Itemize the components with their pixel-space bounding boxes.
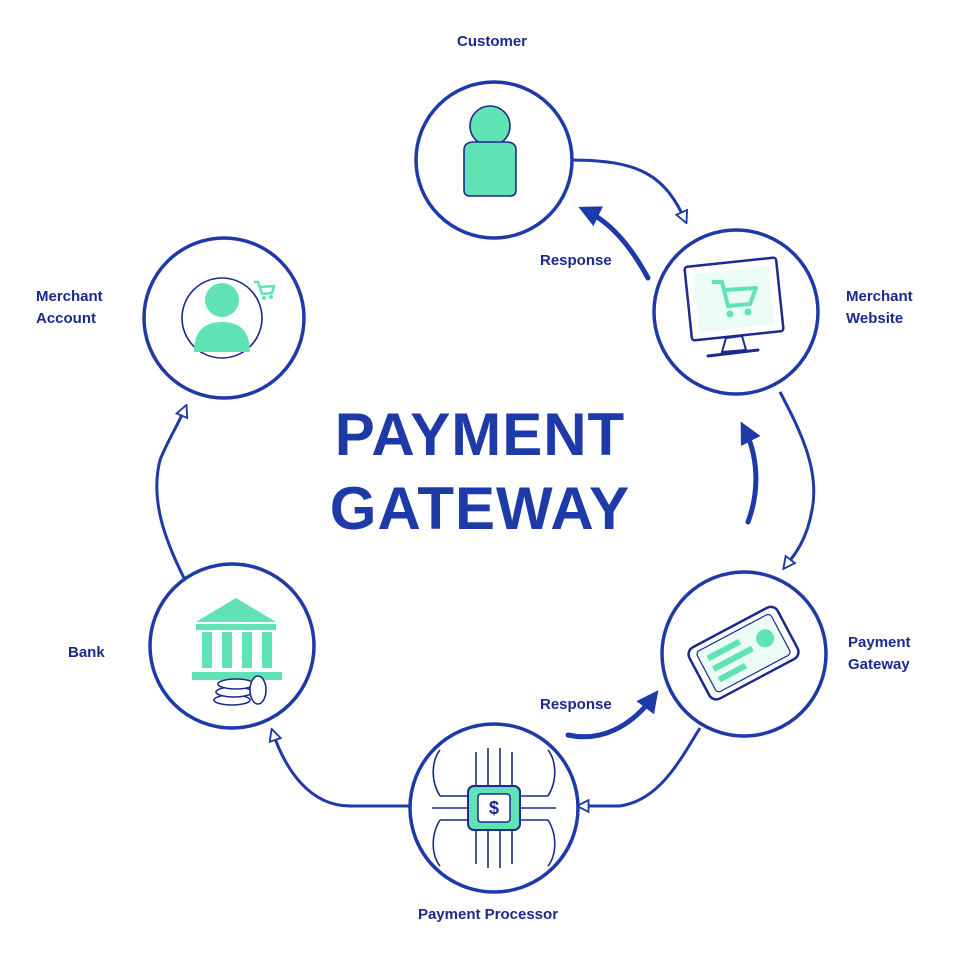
phone-payment-icon [687, 605, 800, 701]
monitor-cart-icon [683, 256, 785, 358]
merchant-website-label-line2: Website [846, 310, 904, 327]
payment-gateway-label-line1: Payment [848, 634, 911, 651]
connector-bank-to-account [155, 406, 186, 579]
response-arrow-gateway-up [740, 421, 761, 525]
merchant-account-label: Merchant Account [36, 286, 103, 330]
connector-gateway-to-processor [578, 727, 702, 806]
payment-gateway-label-line2: Gateway [848, 656, 910, 673]
merchant-website-label: Merchant Website [846, 286, 913, 330]
bank-icon [192, 598, 282, 706]
merchant-account-label-line2: Account [36, 310, 96, 327]
merchant-website-label-line1: Merchant [846, 288, 913, 305]
customer-label: Customer [456, 33, 528, 50]
connector-customer-to-website [569, 158, 686, 222]
payment-processor-label: Payment Processor [417, 906, 559, 923]
merchant-account-node [142, 236, 306, 400]
processor-chip-icon [432, 748, 556, 868]
payment-gateway-label: Payment Gateway [848, 632, 911, 676]
title-line-1: PAYMENT [334, 401, 626, 468]
response-arrows [565, 206, 761, 740]
merchant-account-label-line1: Merchant [36, 288, 103, 305]
response-label-top: Response [540, 252, 612, 269]
flow-connectors [155, 158, 816, 808]
merchant-account-icon [181, 277, 276, 359]
page-title: PAYMENT GATEWAY [330, 398, 630, 546]
connector-processor-to-bank [272, 730, 412, 808]
customer-icon [463, 105, 517, 197]
response-label-bottom: Response [540, 696, 612, 713]
response-arrow-top [578, 206, 651, 281]
dollar-symbol: $ [488, 798, 500, 818]
connector-website-to-gateway [778, 391, 816, 568]
bank-label: Bank [68, 644, 105, 661]
response-arrow-bottom [565, 690, 659, 740]
title-line-2: GATEWAY [329, 475, 631, 542]
